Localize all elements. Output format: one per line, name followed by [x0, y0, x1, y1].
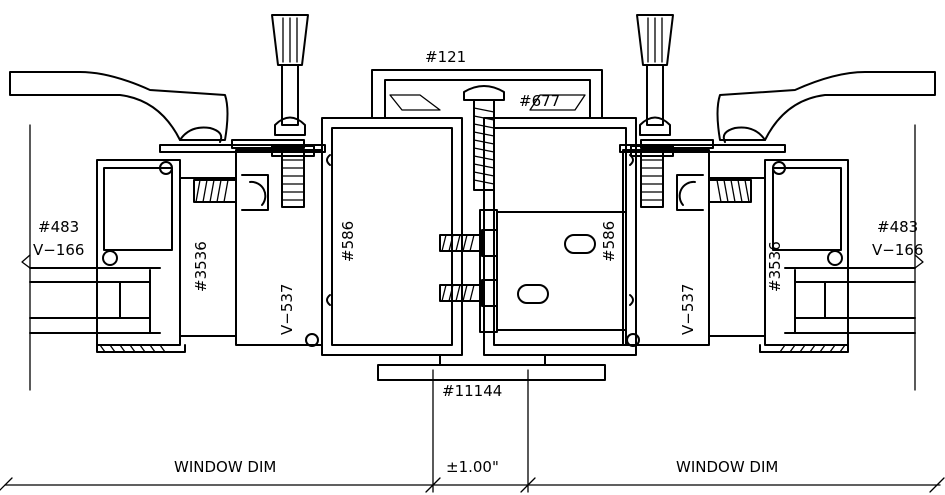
left-v537-clip	[305, 333, 319, 347]
left-handle	[9, 71, 229, 141]
tick-far-left	[0, 477, 13, 491]
label-v537-right: V−537	[679, 284, 697, 335]
mullion-cap-rib-right	[529, 94, 586, 111]
left-v537-pocket	[241, 174, 269, 211]
tick-gap-left	[425, 477, 441, 493]
callout-labels: #121 #677 #483 V−166 #483 V−166 #3536 #3…	[33, 48, 923, 400]
label-586-left: #586	[339, 221, 357, 262]
connector-slot-top	[564, 234, 596, 254]
left-3536-screw	[193, 179, 237, 203]
left-top-plate	[159, 144, 326, 153]
left-sill	[96, 344, 186, 353]
mullion-tube-left-inner	[331, 127, 453, 346]
mullion-cap-rib-left	[389, 94, 441, 111]
left-sash-frame	[96, 159, 181, 346]
tick-far-right	[929, 477, 945, 493]
center-mullion	[321, 69, 637, 381]
left-sash-inner	[103, 167, 173, 251]
label-v166-right: V−166	[872, 241, 923, 259]
label-v537-left: V−537	[278, 284, 296, 335]
tube-clip-1	[326, 154, 331, 166]
mullion-tube-left	[321, 117, 463, 356]
mullion-tube-right	[483, 117, 637, 356]
window-dim-left-label: WINDOW DIM	[174, 458, 276, 476]
left-knob	[271, 14, 309, 136]
label-121: #121	[425, 48, 466, 66]
connector-slot-bottom	[517, 284, 549, 304]
label-677: #677	[519, 92, 560, 110]
label-11144: #11144	[442, 382, 502, 400]
label-483-right: #483	[877, 218, 918, 236]
label-3536-left: #3536	[192, 241, 210, 292]
dimension-labels: WINDOW DIM ±1.00" WINDOW DIM	[174, 458, 778, 476]
left-handle-knuckle	[179, 126, 223, 143]
tube-clip-3	[629, 154, 634, 166]
left-v537-arc	[249, 180, 267, 206]
base-hook-left	[394, 354, 441, 366]
base-hook-right	[544, 354, 591, 366]
mullion-base-11144	[377, 364, 606, 381]
label-586-right: #586	[600, 221, 618, 262]
screw-horizontal-top	[439, 229, 498, 257]
screw-horizontal-bottom	[439, 279, 498, 307]
left-sash-clip	[102, 250, 118, 266]
left-break-mark	[21, 254, 31, 269]
tube-clip-2	[326, 294, 331, 306]
screw-677	[463, 85, 505, 191]
left-clamp-bolt	[271, 145, 315, 208]
dimension-lines	[0, 369, 945, 493]
label-483-left: #483	[38, 218, 79, 236]
mullion-tube-right-inner	[493, 127, 627, 346]
label-v166-left: V−166	[33, 241, 84, 259]
left-sill-hatch	[99, 344, 166, 353]
gap-dimension-label: ±1.00"	[446, 458, 499, 476]
mullion-spline	[479, 209, 498, 333]
tick-gap-right	[520, 477, 536, 493]
right-window-assembly	[619, 14, 936, 391]
left-top-washer	[231, 139, 305, 149]
tube-clip-4	[629, 294, 634, 306]
label-3536-right: #3536	[766, 241, 784, 292]
left-sash-top-clip	[159, 161, 173, 175]
window-dim-right-label: WINDOW DIM	[676, 458, 778, 476]
